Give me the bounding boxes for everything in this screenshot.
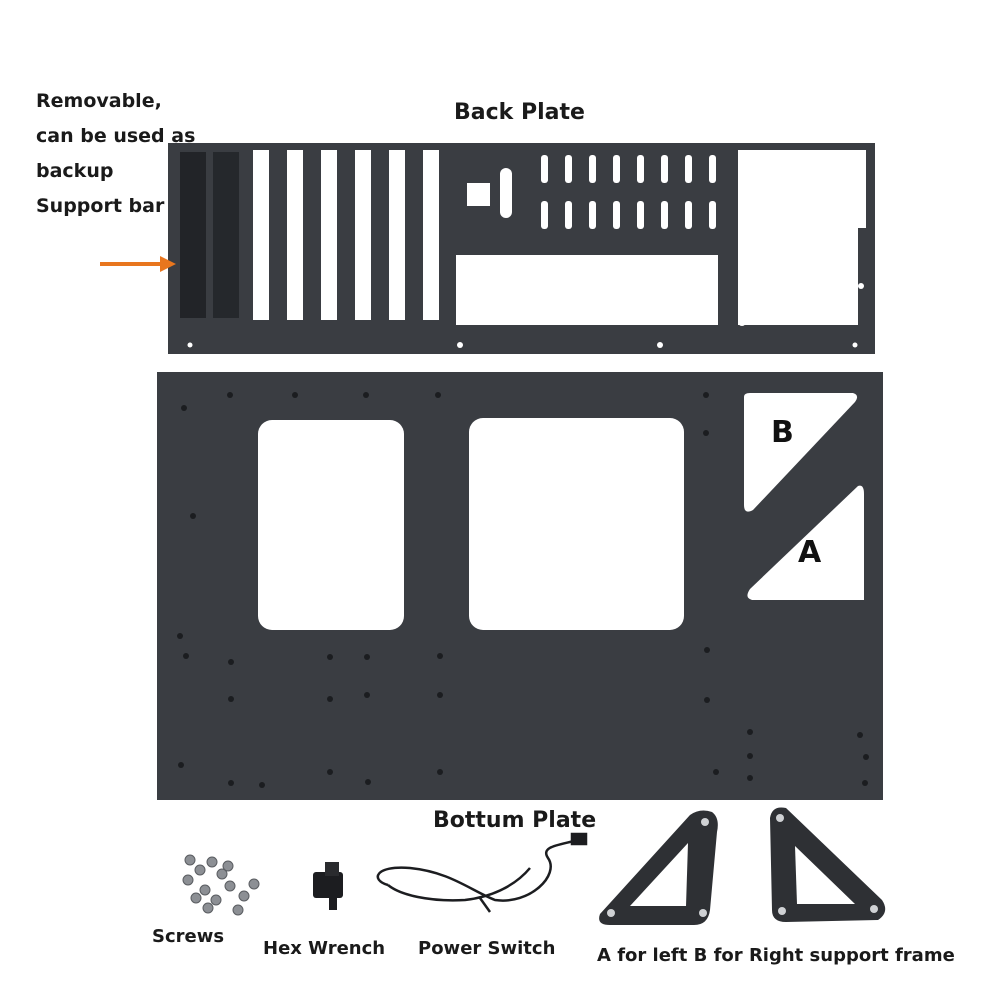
power-switch-label: Power Switch <box>418 938 556 959</box>
cutout-b <box>744 393 858 512</box>
io-window <box>456 255 718 325</box>
bottom-plate <box>157 372 883 800</box>
note-line-2: can be used as <box>36 125 196 147</box>
note-line-1: Removable, <box>36 90 162 112</box>
bottom-plate-title: Bottum Plate <box>433 808 597 833</box>
removable-support-bar-note: Removable, can be used as backup Support… <box>36 84 196 224</box>
hex-wrench-label: Hex Wrench <box>263 938 386 959</box>
removable-support-bar <box>180 152 206 318</box>
note-line-3: backup <box>36 160 114 182</box>
support-frame-a <box>599 810 718 925</box>
support-frame-b <box>770 807 886 922</box>
expansion-slots <box>253 150 439 320</box>
back-plate-title: Back Plate <box>454 100 585 125</box>
center-window <box>469 418 684 630</box>
port-cutout-oval <box>500 168 512 218</box>
support-frame-label: A for left B for Right support frame <box>597 945 955 966</box>
cutout-a-letter: A <box>798 535 822 570</box>
cutout-b-letter: B <box>771 415 794 450</box>
screws-pile <box>182 854 260 916</box>
back-plate <box>168 143 875 354</box>
screw-holes <box>187 283 864 348</box>
pointer-arrow <box>100 256 176 272</box>
psu-window <box>738 150 866 325</box>
power-switch-cable <box>376 832 588 913</box>
vent-slots <box>541 155 716 229</box>
note-line-4: Support bar <box>36 195 165 217</box>
left-window <box>258 420 404 630</box>
mounting-holes <box>177 392 869 788</box>
port-cutout <box>467 183 490 206</box>
cutout-a <box>747 485 864 600</box>
screws-label: Screws <box>152 926 225 947</box>
hex-wrench <box>313 862 343 910</box>
